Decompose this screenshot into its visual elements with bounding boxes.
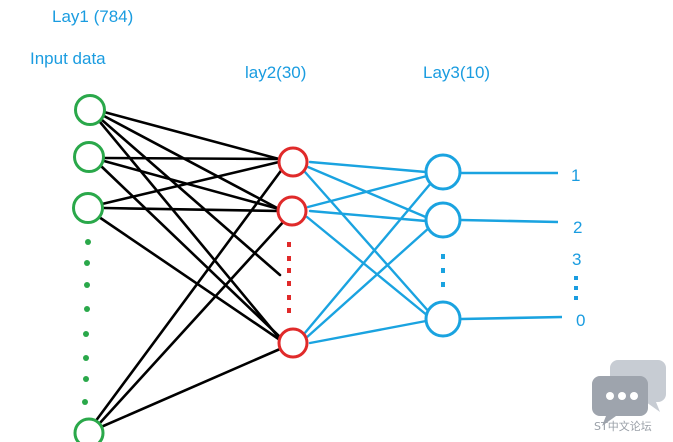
- edge: [100, 118, 282, 277]
- edge: [102, 206, 281, 213]
- edge: [102, 156, 281, 161]
- output-label-0: 0: [576, 311, 585, 330]
- edge: [308, 319, 428, 345]
- output-node: [424, 153, 462, 191]
- dot: [441, 268, 445, 273]
- edge: [308, 209, 428, 223]
- hidden-node: [276, 195, 308, 227]
- dot: [83, 331, 89, 337]
- input-node: [73, 417, 105, 442]
- edge: [102, 159, 281, 211]
- dot: [441, 282, 445, 287]
- hidden-layer-title: lay2(30): [245, 63, 306, 82]
- output-node: [424, 300, 462, 338]
- output-nodes: [424, 153, 462, 338]
- output-line: [460, 218, 559, 224]
- edge: [308, 160, 428, 174]
- edge: [102, 114, 281, 211]
- dot: [84, 260, 90, 266]
- edge: [302, 181, 433, 336]
- dot: [82, 399, 88, 405]
- edge: [306, 174, 429, 209]
- hidden-nodes: [276, 146, 309, 359]
- edge: [97, 218, 287, 426]
- dot: [83, 376, 89, 382]
- edge: [93, 166, 285, 424]
- input-node: [73, 141, 105, 173]
- dot: [287, 295, 291, 300]
- input-node: [72, 192, 104, 224]
- edge: [98, 120, 282, 341]
- input-layer-title: Lay1 (784): [52, 7, 133, 26]
- dot: [287, 308, 291, 313]
- dot: [287, 281, 291, 286]
- input-ellipsis-dots: [82, 239, 91, 405]
- edge: [303, 170, 432, 315]
- hidden-to-output-edges: [302, 160, 433, 345]
- output-label-3: 3: [572, 250, 581, 269]
- output-lines: [460, 171, 563, 321]
- dot: [574, 276, 578, 280]
- output-label-1: 1: [571, 166, 580, 185]
- output-line: [460, 315, 563, 321]
- output-label-ellipsis: [574, 276, 578, 300]
- edge: [99, 164, 283, 340]
- output-layer-title: Lay3(10): [423, 63, 490, 82]
- hidden-node: [277, 327, 309, 359]
- dot: [574, 296, 578, 300]
- output-label-2: 2: [573, 218, 582, 237]
- dot: [287, 268, 291, 273]
- dot: [85, 239, 91, 245]
- hidden-ellipsis-dots: [287, 242, 291, 313]
- input-nodes: [72, 94, 106, 442]
- edge: [304, 225, 432, 340]
- input-node: [74, 94, 106, 126]
- dot: [287, 256, 291, 261]
- edge: [305, 215, 430, 318]
- dot: [574, 286, 578, 290]
- dot: [84, 306, 90, 312]
- output-ellipsis-dots: [441, 254, 445, 287]
- dot: [441, 254, 445, 259]
- chat-bubble-logo-icon: [592, 360, 666, 426]
- edge: [100, 160, 281, 206]
- dot: [287, 242, 291, 247]
- watermark-text: ST中文论坛: [594, 420, 652, 433]
- input-to-hidden-edges: [93, 110, 287, 429]
- dot: [83, 355, 89, 361]
- edge: [97, 215, 282, 342]
- dot: [84, 282, 90, 288]
- edge: [99, 347, 282, 429]
- hidden-node: [277, 146, 309, 178]
- output-node: [424, 201, 462, 239]
- edge: [102, 110, 281, 161]
- input-data-label: Input data: [30, 49, 106, 68]
